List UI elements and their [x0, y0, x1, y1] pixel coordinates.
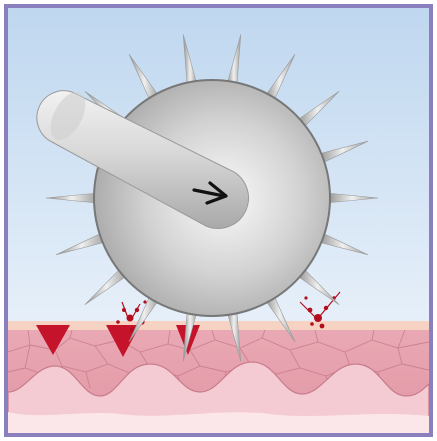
- skin: [8, 321, 429, 433]
- skin-lower-highlight: [8, 412, 429, 433]
